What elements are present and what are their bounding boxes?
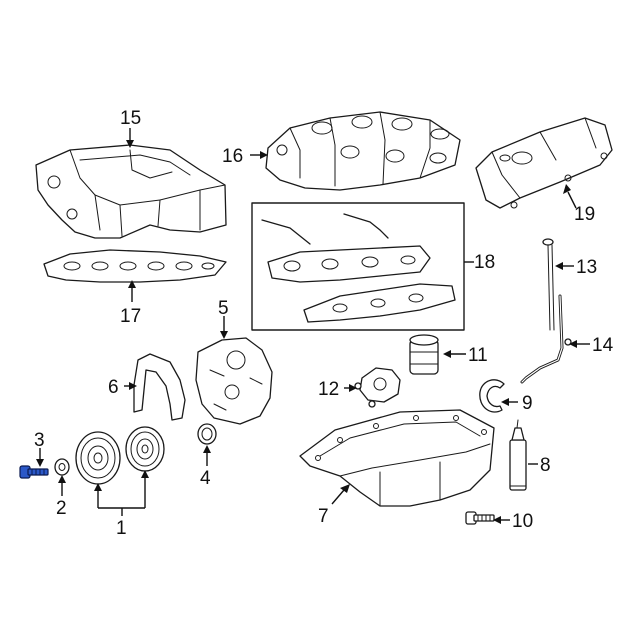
part-3-bolt[interactable] bbox=[19, 465, 49, 479]
part-13-dipstick[interactable] bbox=[542, 238, 555, 331]
part-10-drain-bolt[interactable] bbox=[465, 511, 495, 525]
part-15-intake-manifold[interactable] bbox=[35, 144, 227, 239]
part-7-oil-pan[interactable] bbox=[299, 409, 495, 507]
callout-9: 9 bbox=[522, 393, 533, 414]
callout-8: 8 bbox=[540, 455, 551, 476]
callout-10: 10 bbox=[512, 511, 533, 532]
part-16-intake-runners[interactable] bbox=[265, 111, 461, 191]
callout-19: 19 bbox=[574, 204, 595, 225]
callout-15: 15 bbox=[120, 108, 141, 129]
callout-7: 7 bbox=[318, 506, 329, 527]
callout-11: 11 bbox=[468, 345, 488, 366]
callout-17: 17 bbox=[120, 306, 141, 327]
part-2-washer[interactable] bbox=[54, 458, 70, 476]
part-1-crank-pulley[interactable] bbox=[75, 426, 165, 485]
part-14-dipstick-tube[interactable] bbox=[520, 294, 572, 384]
part-9-rear-seal[interactable] bbox=[479, 379, 505, 413]
part-12-filter-adapter[interactable] bbox=[354, 367, 401, 408]
part-6-timing-gasket[interactable] bbox=[133, 353, 186, 421]
gasket-set-frame bbox=[251, 202, 465, 331]
part-8-sealant-tube[interactable] bbox=[509, 419, 527, 491]
callout-13: 13 bbox=[576, 257, 597, 278]
callout-14: 14 bbox=[592, 335, 614, 356]
part-17-intake-gasket[interactable] bbox=[43, 249, 227, 283]
part-4-front-seal[interactable] bbox=[197, 423, 217, 445]
part-19-valve-cover[interactable] bbox=[475, 117, 613, 209]
part-18-gasket-set[interactable] bbox=[251, 202, 465, 331]
callout-6: 6 bbox=[108, 377, 119, 398]
callout-5: 5 bbox=[218, 298, 229, 319]
callout-4: 4 bbox=[200, 468, 211, 489]
part-11-oil-filter[interactable] bbox=[409, 334, 439, 375]
callout-2: 2 bbox=[56, 498, 67, 519]
callout-16: 16 bbox=[222, 146, 243, 167]
part-5-timing-cover[interactable] bbox=[195, 337, 273, 425]
callout-18: 18 bbox=[474, 252, 495, 273]
callout-1: 1 bbox=[116, 518, 127, 539]
leader-lines bbox=[36, 128, 590, 524]
callout-3: 3 bbox=[34, 430, 45, 451]
callout-12: 12 bbox=[318, 379, 339, 400]
callout-labels: 15 16 19 17 18 13 14 5 6 11 12 9 3 4 8 2… bbox=[34, 108, 614, 539]
